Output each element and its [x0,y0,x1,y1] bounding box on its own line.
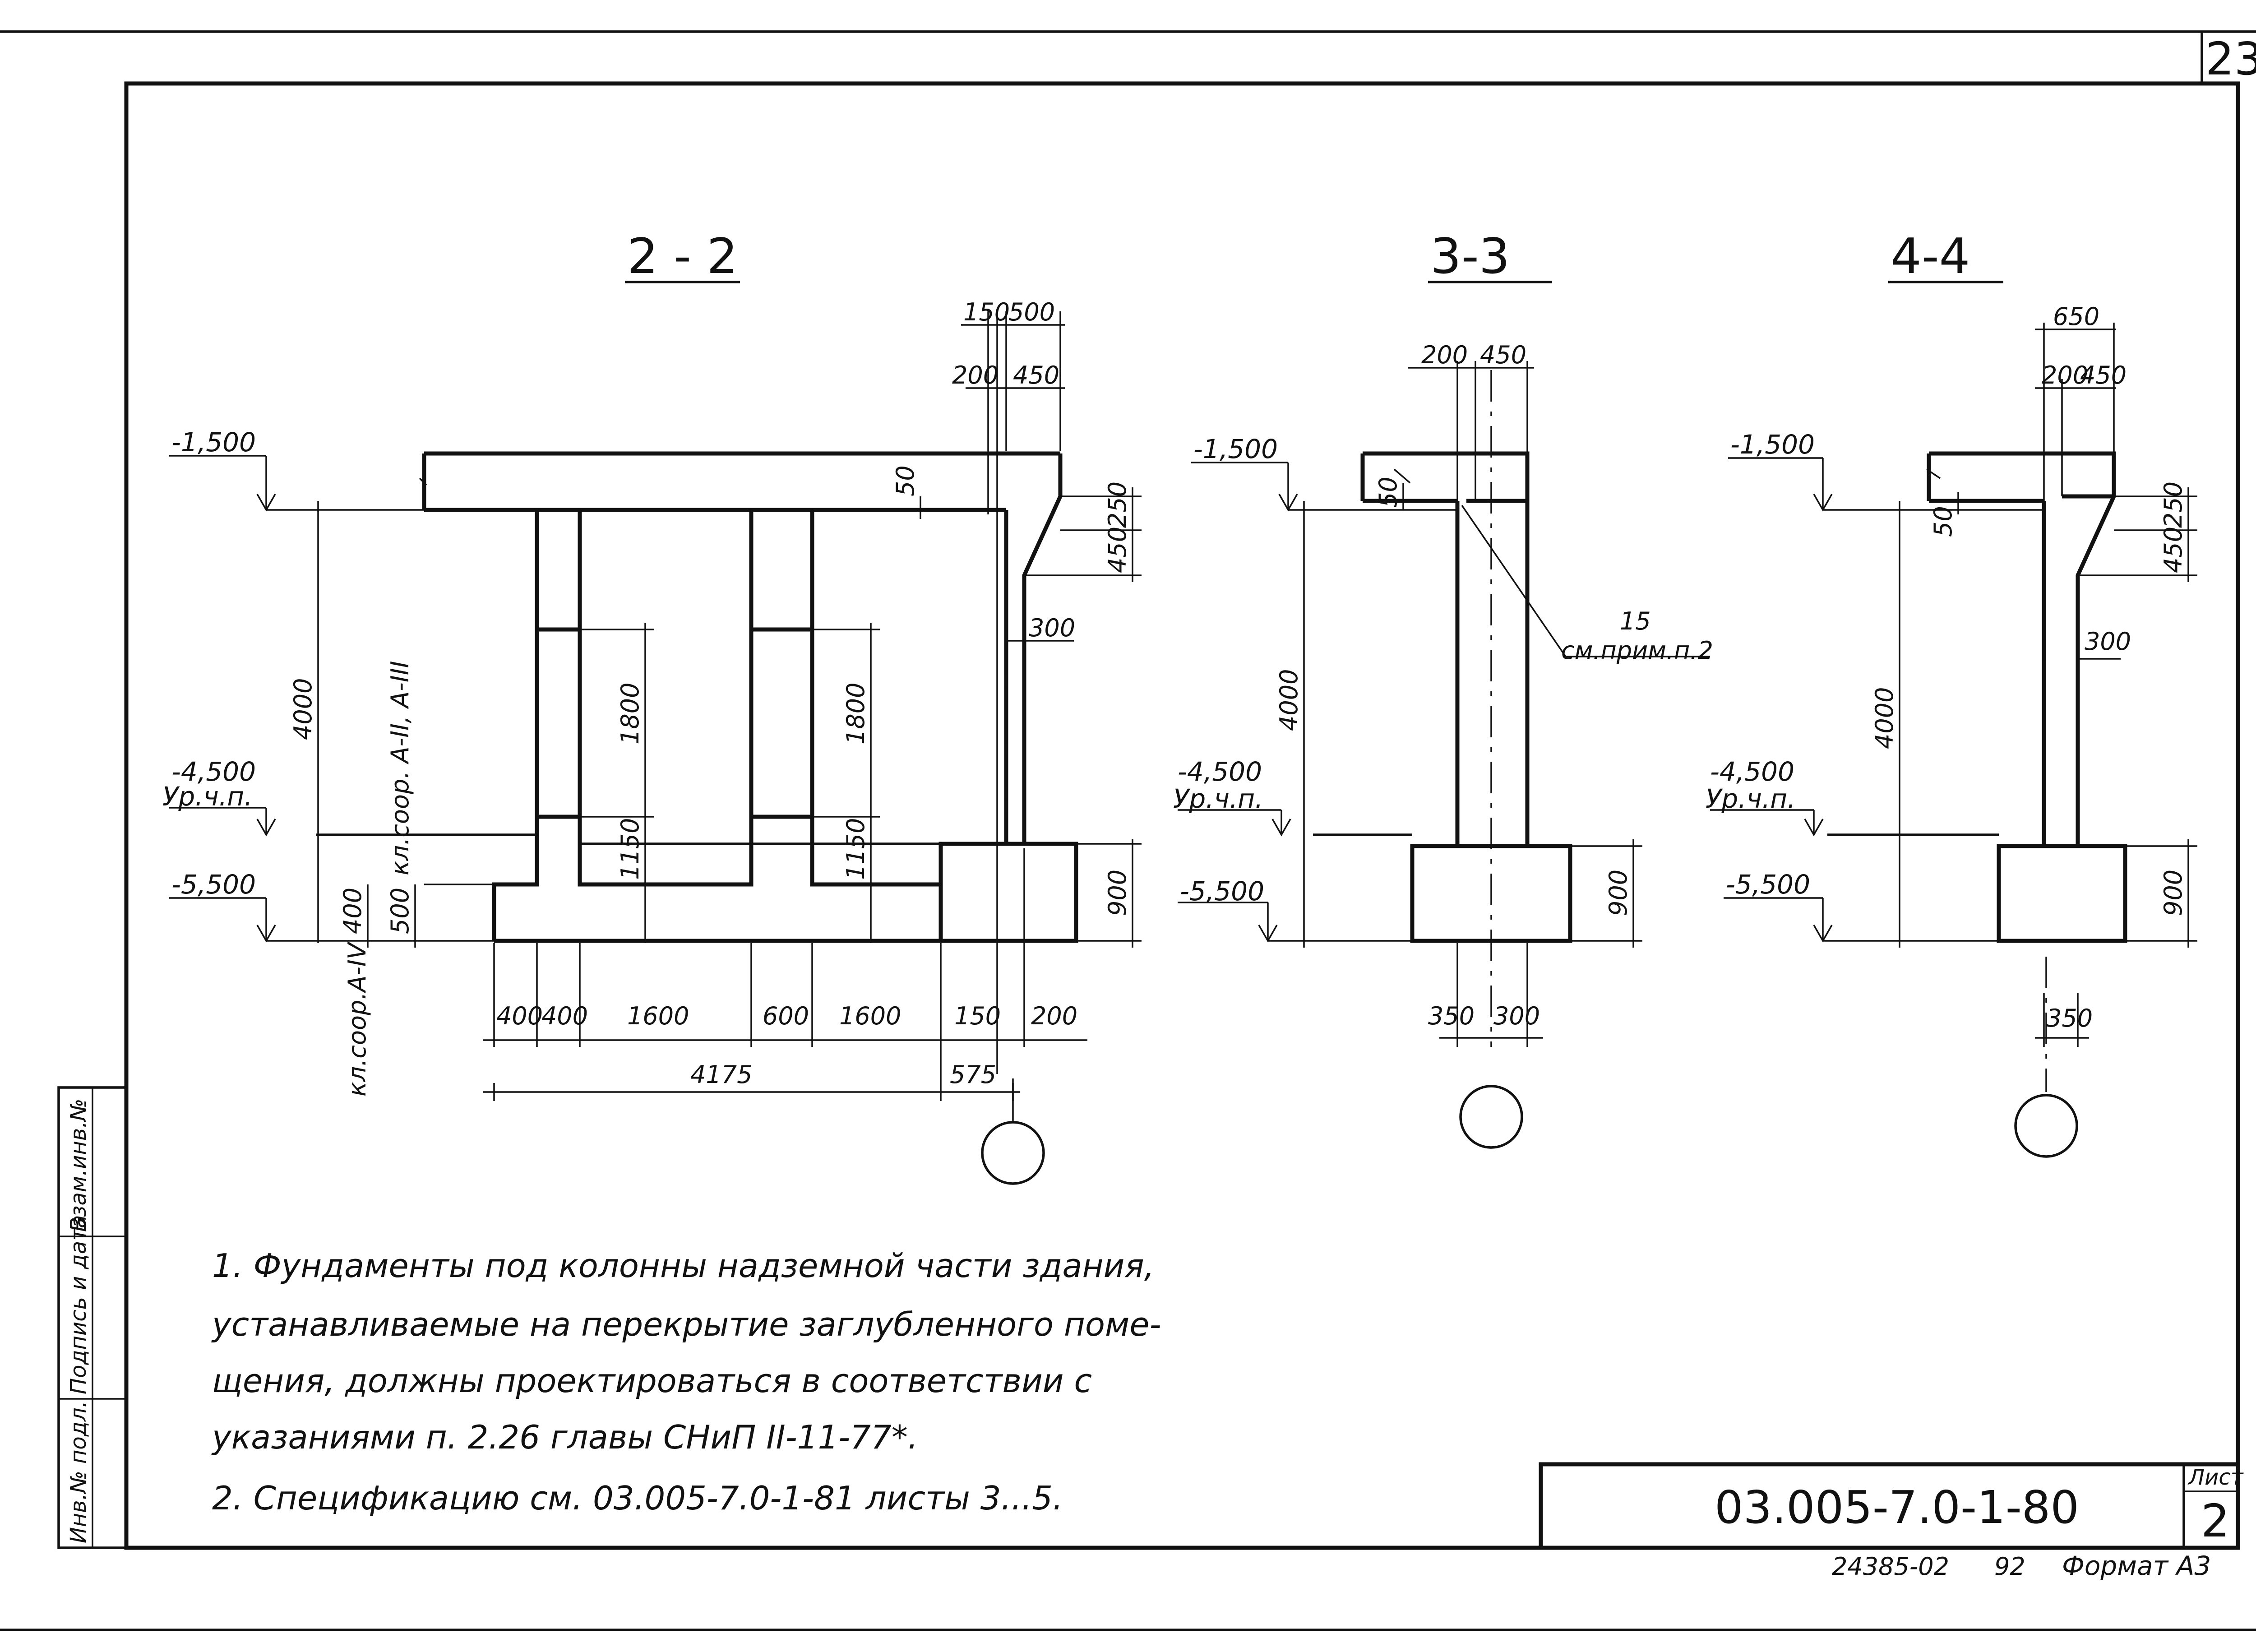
stamp-code: 03.005-7.0-1-80 [1715,1481,2079,1534]
s44-dim-right-50: 50 [1929,506,1957,537]
s44-level-bottom-text: -5,500 [1726,869,1810,900]
title-stamp: 03.005-7.0-1-80 Лист 2 [1539,1462,2244,1550]
s22-dim-top-450: 450 [1013,361,1059,389]
s22-dim-bottom-200: 200 [1031,1002,1077,1030]
s33-callout-number: 15 [1620,607,1651,635]
side-label-replacement: Взам.инв.№ [66,1099,91,1232]
s44-level-floor-text: -4,500 [1710,756,1794,787]
s22-dim-right-450: 450 [1103,527,1132,573]
s22-dim-1800-left: 1800 [616,683,644,745]
note-line-1: 1. Фундаменты под колонны надземной част… [212,1247,1155,1285]
s22-floor-label: Ур.ч.п. [162,781,253,812]
s33-level-top: -1,500 [1191,434,1457,512]
footer-format: Формат А3 [2062,1550,2211,1581]
s22-dim-4000: 4000 [289,678,317,740]
section-2-2-title: 2 - 2 [627,228,738,285]
s44-level-floor: -4,500 Ур.ч.п. [1706,756,1824,837]
section-2-2: 2 - 2 [162,228,1142,1185]
s22-dim-bottom-1600b: 1600 [839,1002,901,1030]
s22-level-top-text: -1,500 [171,427,256,458]
s33-level-top-text: -1,500 [1193,434,1278,464]
sheet-corner-number: 234 [2205,32,2256,85]
note-line-4: указаниями п. 2.26 главы СНиП II-11-77*. [211,1418,918,1456]
section-4-4: 4-4 -1,500 -4,500 Ур.ч.п. [1706,228,2197,1158]
s22-dim-total-575: 575 [950,1060,996,1089]
s22-level-floor: -4,500 Ур.ч.п. [162,756,276,837]
s44-dim-4000: 4000 [1870,687,1899,749]
s44-dim-bottom-350: 350 [2046,1004,2093,1032]
s22-class-label-1: кл.соор. А-II, А-III [386,661,414,875]
stamp-sheet-number: 2 [2201,1495,2230,1547]
side-label-signature: Подпись и дата [66,1215,91,1394]
s22-dim-1800-right: 1800 [841,683,870,745]
s22-dim-bottom-150: 150 [954,1002,1001,1030]
s22-dim-right-900: 900 [1103,870,1132,916]
s33-dim-50: 50 [1374,477,1402,508]
s22-dim-right-300: 300 [1029,614,1075,642]
s22-level-bottom-text: -5,500 [171,869,256,900]
s44-level-top-text: -1,500 [1730,429,1815,460]
s33-callout-text: см.прим.п.2 [1561,636,1713,665]
s44-dim-top-200: 200 [2042,361,2088,389]
s22-dim-bottom-600: 600 [763,1002,809,1030]
sheet-frame [0,30,2256,1631]
s22-level-floor-text: -4,500 [171,756,256,787]
s44-level-bottom: -5,500 [1724,869,1999,943]
notes: 1. Фундаменты под колонны надземной част… [211,1247,1161,1517]
s33-floor-label: Ур.ч.п. [1173,783,1263,814]
s22-dim-top-150: 150 [963,298,1010,326]
s44-level-top: -1,500 [1728,429,2044,512]
s22-dim-top-200: 200 [952,361,999,389]
s33-dim-bottom-300: 300 [1493,1002,1540,1030]
stamp-sheet-label: Лист [2187,1465,2244,1490]
s44-dim-right-450: 450 [2159,527,2187,573]
s22-dim-bottom-400b: 400 [541,1002,588,1030]
side-label-inventory: Инв.№ подл. [66,1401,91,1543]
section-3-3: 3-3 15 см.прим.п.2 -1,500 -4,500 [1173,228,1713,1149]
s22-level-top: -1,500 [169,427,424,512]
s22-dim-1150-right: 1150 [841,818,870,880]
s44-dim-top-450: 450 [2080,361,2127,389]
s33-level-bottom-text: -5,500 [1180,876,1264,907]
s22-dim-right-50: 50 [891,465,920,496]
s44-dim-top-650: 650 [2053,302,2099,331]
s22-dim-total-4175: 4175 [690,1060,752,1089]
s44-dim-right-900: 900 [2159,870,2187,916]
s33-level-floor: -4,500 Ур.ч.п. [1173,756,1291,837]
s22-dim-400: 400 [338,888,367,934]
s22-dim-bottom-1600a: 1600 [627,1002,689,1030]
s22-dim-1150-left: 1150 [616,818,644,880]
footer: 24385-02 92 Формат А3 [1832,1550,2211,1581]
s33-level-floor-text: -4,500 [1178,756,1262,787]
section-4-4-title: 4-4 [1891,228,1970,285]
s22-dim-500: 500 [386,888,414,934]
note-line-2: устанавливаемые на перекрытие заглубленн… [211,1305,1161,1343]
s22-level-bottom: -5,500 [169,869,494,943]
s22-dim-right-250: 250 [1103,481,1132,528]
s33-dim-4000: 4000 [1275,669,1303,731]
section-3-3-title: 3-3 [1430,228,1510,285]
s33-dim-bottom-350: 350 [1428,1002,1475,1030]
s44-dim-right-300: 300 [2085,627,2131,656]
footer-order-number: 24385-02 [1832,1552,1949,1581]
s33-dim-top-450: 450 [1480,341,1526,369]
s22-class-label-2: кл.соор.А-IV [343,941,371,1097]
s33-level-bottom: -5,500 [1178,876,1412,943]
s44-dim-right-250: 250 [2159,481,2187,528]
footer-year: 92 [1994,1552,2025,1581]
s22-dim-bottom-400a: 400 [496,1002,543,1030]
s44-floor-label: Ур.ч.п. [1706,783,1796,814]
s33-dim-top-200: 200 [1421,341,1468,369]
note-line-5: 2. Спецификацию см. 03.005-7.0-1-81 лист… [212,1479,1063,1517]
note-line-3: щения, должны проектироваться в соответс… [212,1362,1092,1400]
s22-dim-top-500: 500 [1008,298,1055,326]
side-stamp-strip: Инв.№ подл. Подпись и дата Взам.инв.№ [57,1086,128,1549]
s33-dim-900: 900 [1604,870,1632,916]
